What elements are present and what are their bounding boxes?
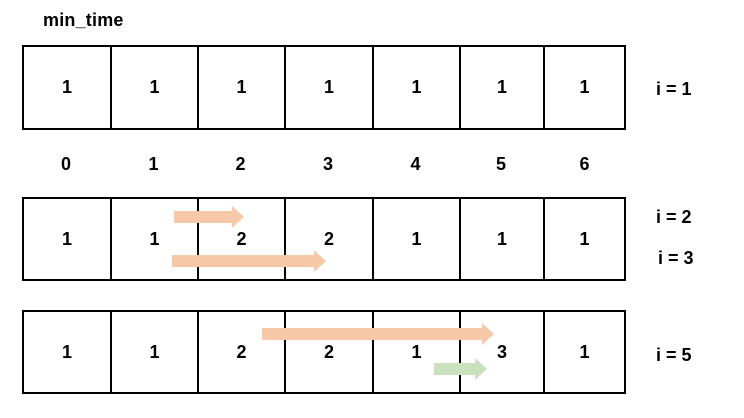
array-cell: 2 xyxy=(199,199,286,279)
array-cell: 1 xyxy=(24,199,112,279)
array-cell: 1 xyxy=(286,47,374,128)
array-cell: 2 xyxy=(199,312,286,392)
array-row-1: 1 1 1 1 1 1 1 xyxy=(22,45,626,130)
array-cell: 1 xyxy=(374,199,461,279)
index-label: 0 xyxy=(60,154,71,174)
index-label: 4 xyxy=(410,154,421,174)
index-label: 3 xyxy=(322,154,333,174)
array-cell: 2 xyxy=(286,199,374,279)
iteration-label-i5: i = 5 xyxy=(656,345,692,365)
title-min-time: min_time xyxy=(43,10,124,30)
array-cell: 1 xyxy=(579,341,590,362)
array-row-3: 1 1 2 2 1 3 1 xyxy=(22,310,626,394)
index-label: 6 xyxy=(579,154,590,174)
iteration-label-i3: i = 3 xyxy=(658,248,694,268)
index-label: 2 xyxy=(235,154,246,174)
index-labels: 0 1 2 3 4 5 6 xyxy=(22,154,626,176)
array-cell: 3 xyxy=(461,312,545,392)
array-cell: 1 xyxy=(112,312,199,392)
array-cell: 1 xyxy=(461,47,545,128)
array-cell: 1 xyxy=(374,47,461,128)
index-label: 5 xyxy=(495,154,506,174)
array-cell: 1 xyxy=(112,199,199,279)
array-cell: 1 xyxy=(199,47,286,128)
array-cell: 1 xyxy=(24,47,112,128)
iteration-label-i2: i = 2 xyxy=(656,207,692,227)
array-cell: 1 xyxy=(461,199,545,279)
index-label: 1 xyxy=(148,154,159,174)
array-cell: 1 xyxy=(24,312,112,392)
array-cell: 2 xyxy=(286,312,374,392)
array-row-2: 1 1 2 2 1 1 1 xyxy=(22,197,626,281)
array-cell: 1 xyxy=(112,47,199,128)
array-cell: 1 xyxy=(374,312,461,392)
iteration-label-i1: i = 1 xyxy=(656,79,692,99)
array-cell: 1 xyxy=(579,228,590,249)
array-cell: 1 xyxy=(579,77,590,97)
